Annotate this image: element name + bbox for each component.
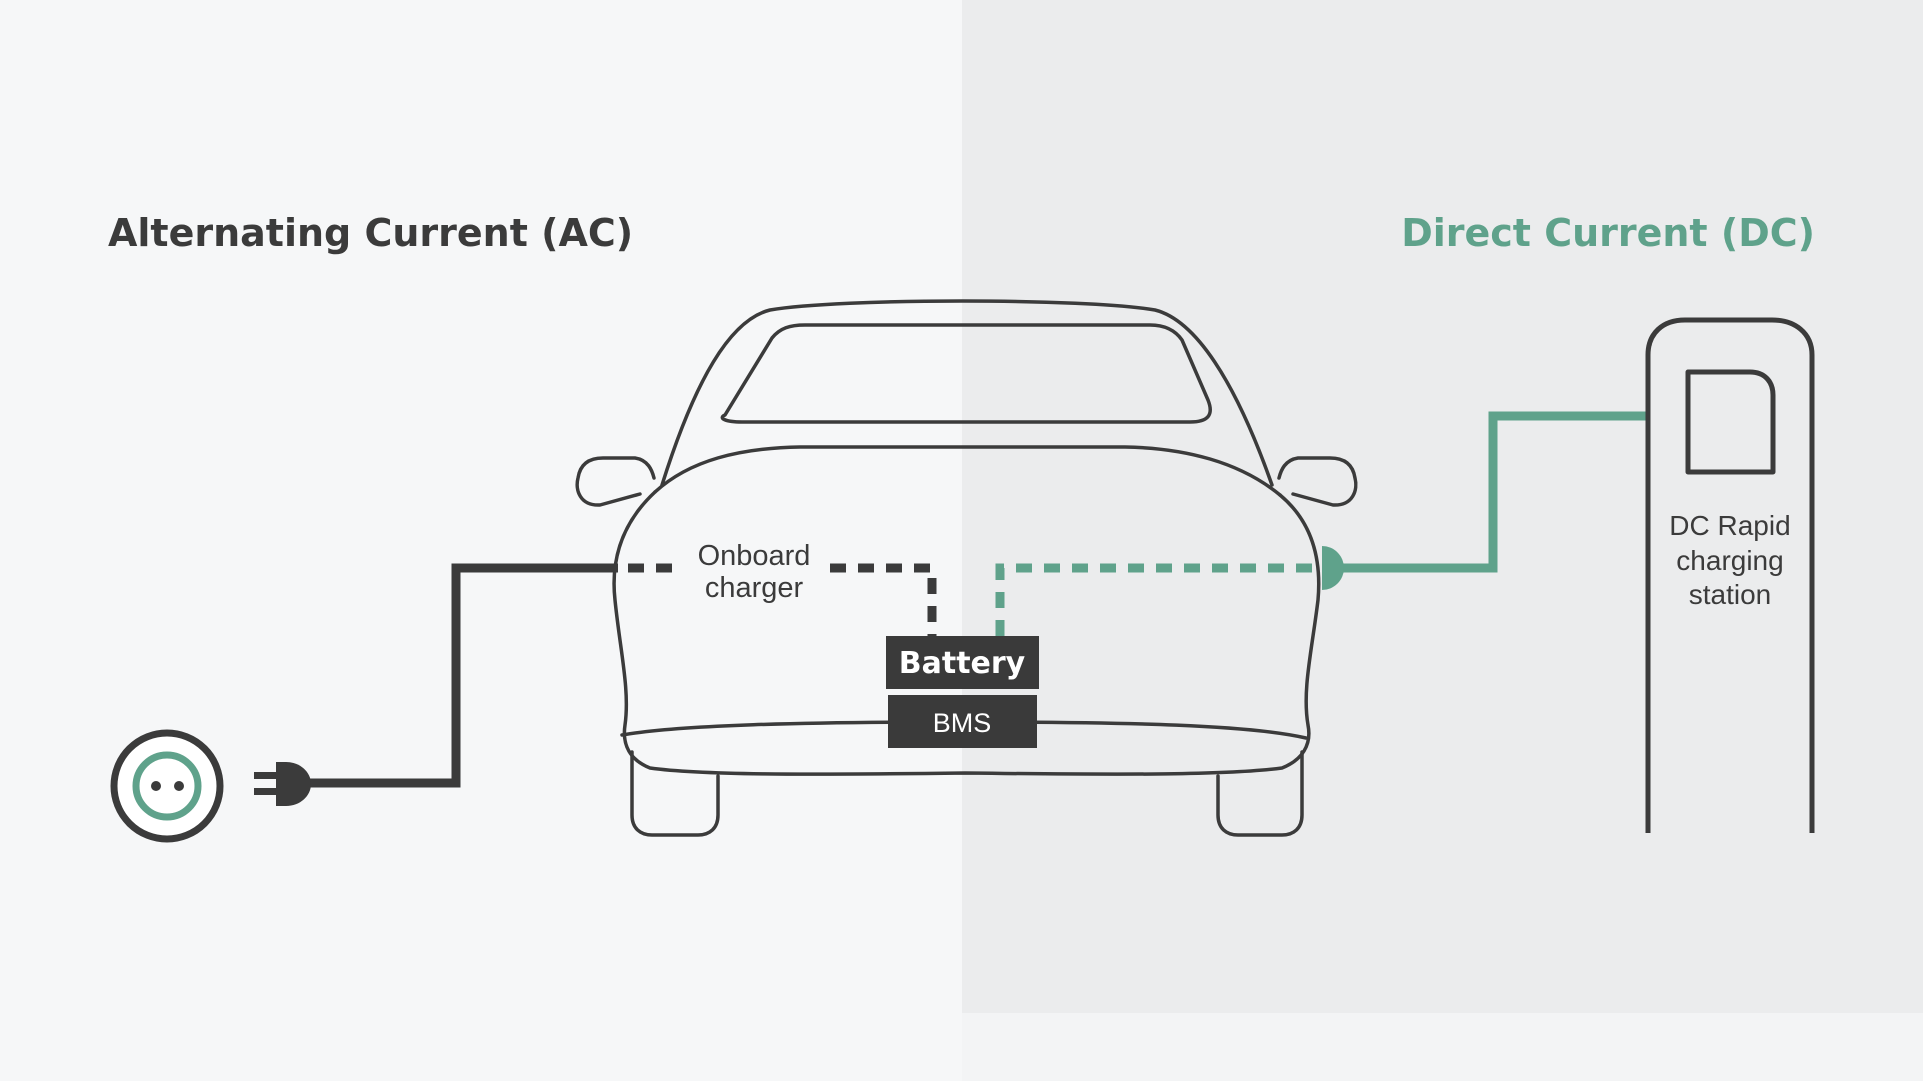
power-plug-icon	[254, 762, 311, 806]
ac-heading: Alternating Current (AC)	[108, 211, 633, 255]
dc-background-bottom	[962, 1013, 1923, 1081]
wall-socket-icon	[110, 729, 224, 843]
dc-background	[962, 0, 1923, 1013]
dc-heading: Direct Current (DC)	[1401, 211, 1815, 255]
charging-station-outline	[1645, 317, 1815, 833]
bms-box	[888, 695, 1037, 748]
ac-internal-path	[628, 563, 937, 636]
dc-internal-path	[995, 563, 1325, 636]
onboard-charger-label-line1: Onboard	[698, 540, 811, 572]
station-label-line1: DC Rapid	[1669, 510, 1790, 541]
station-label-line3: station	[1689, 579, 1772, 610]
station-screen	[1685, 369, 1776, 475]
ac-background	[0, 0, 962, 1081]
station-label-line2: charging	[1676, 545, 1783, 576]
dc-cable	[1330, 411, 1648, 573]
ac-cable	[300, 563, 618, 788]
battery-label: Battery	[899, 646, 1026, 681]
onboard-charger-label-line2: charger	[705, 572, 804, 604]
battery-box	[886, 636, 1039, 689]
bms-label: BMS	[933, 708, 992, 738]
dc-connector	[1322, 546, 1344, 590]
